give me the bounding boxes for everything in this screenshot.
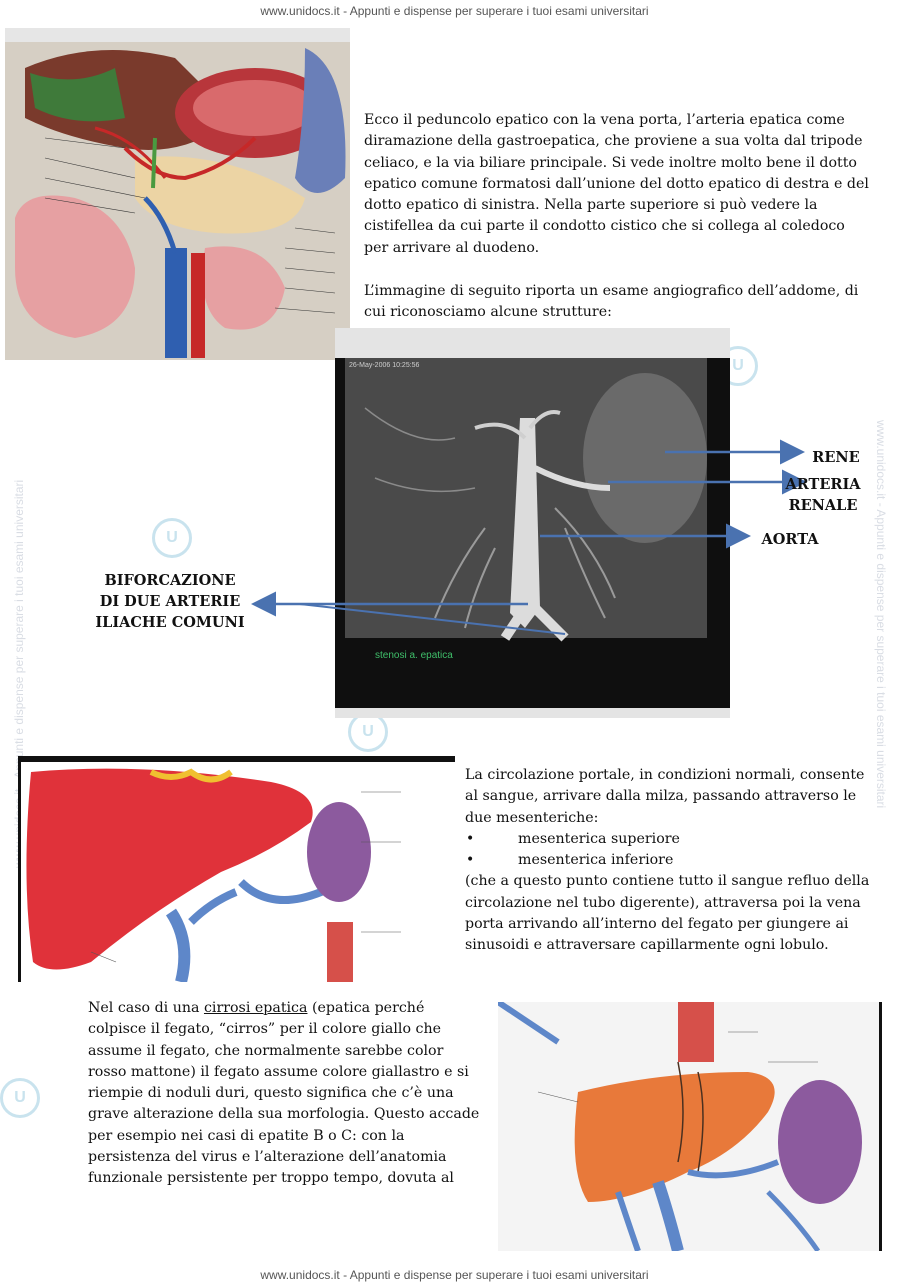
page-footer: www.unidocs.it - Appunti e dispense per … bbox=[260, 1268, 649, 1282]
angiography-caption: stenosi a. epatica bbox=[375, 650, 453, 661]
cirrhosis-paragraph: Nel caso di una cirrosi epatica (epatica… bbox=[88, 998, 486, 1190]
cirrhosis-text: Nel caso di una cirrosi epatica (epatica… bbox=[88, 1000, 480, 1187]
label-aorta: AORTA bbox=[761, 531, 819, 548]
watermark-logo-icon: U bbox=[348, 712, 388, 752]
angiography-intro-paragraph: L’immagine di seguito riporta un esame a… bbox=[364, 281, 872, 324]
portal-circulation-illustration bbox=[18, 756, 455, 982]
page-header: www.unidocs.it - Appunti e dispense per … bbox=[260, 4, 649, 18]
liver-drawing bbox=[26, 768, 401, 982]
hepatic-peduncle-text: Ecco il peduncolo epatico con la vena po… bbox=[364, 112, 869, 256]
label-biforcazione: BIFORCAZIONE DI DUE ARTERIE ILIACHE COMU… bbox=[95, 572, 245, 631]
angiography-screenshot: 26-May-2006 10:25:56 stenosi a. epatica bbox=[335, 328, 730, 718]
cirrhosis-term: cirrosi epatica bbox=[203, 1000, 308, 1016]
cirrhotic-liver-drawing bbox=[498, 1002, 862, 1251]
angiography-intro-text: L’immagine di seguito riporta un esame a… bbox=[364, 283, 859, 321]
hepatic-peduncle-paragraph: Ecco il peduncolo epatico con la vena po… bbox=[364, 110, 872, 259]
cirrhotic-liver-illustration bbox=[498, 1002, 882, 1251]
list-item: mesenterica superiore bbox=[465, 829, 875, 851]
mesenteric-list: mesenterica superiore mesenterica inferi… bbox=[465, 829, 875, 872]
portal-intro-text: La circolazione portale, in condizioni n… bbox=[465, 767, 865, 826]
angiography-date: 26-May-2006 10:25:56 bbox=[349, 362, 420, 369]
portal-rest-text: (che a questo punto contiene tutto il sa… bbox=[465, 873, 870, 954]
watermark-logo-icon: U bbox=[152, 518, 192, 558]
angiography-drawing bbox=[335, 328, 730, 718]
watermark-logo-icon: U bbox=[0, 1078, 40, 1118]
label-rene: RENE bbox=[812, 449, 860, 466]
hepatic-peduncle-illustration bbox=[5, 28, 350, 360]
watermark-right: www.unidocs.it - Appunti e dispense per … bbox=[874, 420, 888, 809]
label-arteria-renale: ARTERIA RENALE bbox=[785, 476, 861, 514]
anatomy-drawing bbox=[5, 28, 350, 360]
portal-circulation-paragraph: La circolazione portale, in condizioni n… bbox=[465, 765, 875, 957]
list-item: mesenterica inferiore bbox=[465, 850, 875, 872]
